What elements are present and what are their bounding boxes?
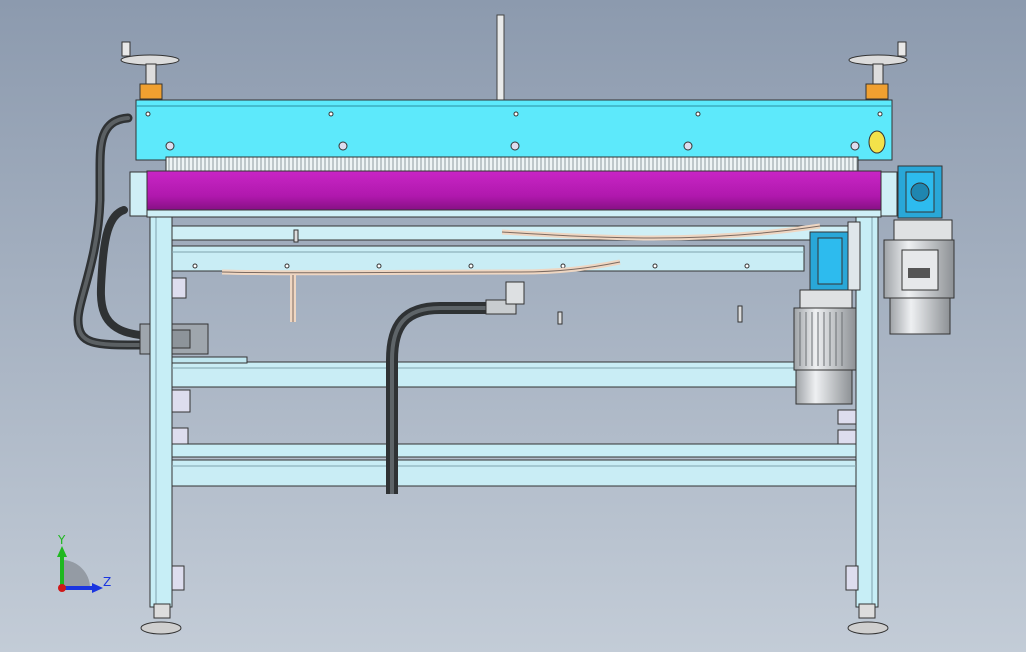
- right-motor: [883, 219, 955, 335]
- internal-pipes: [221, 223, 821, 322]
- leveling-feet: [140, 603, 889, 635]
- leg-brackets: [171, 277, 859, 591]
- left-hoses: [73, 113, 145, 350]
- center-vent-pipe: [496, 14, 505, 101]
- handwheel-right[interactable]: [848, 41, 908, 100]
- handwheel-left[interactable]: [120, 41, 180, 100]
- brush-comb: [165, 156, 859, 172]
- axis-z-label: Z: [103, 575, 111, 589]
- axis-triad: Y Z: [57, 533, 111, 593]
- frame-rails: [171, 225, 857, 487]
- lower-gearbox: [809, 221, 861, 291]
- lower-motor: [793, 289, 857, 405]
- axis-y-label: Y: [57, 533, 66, 547]
- magenta-roller: [146, 170, 882, 214]
- top-beam: [135, 99, 893, 161]
- right-gearbox: [897, 165, 943, 219]
- rail-bolts: [192, 263, 750, 269]
